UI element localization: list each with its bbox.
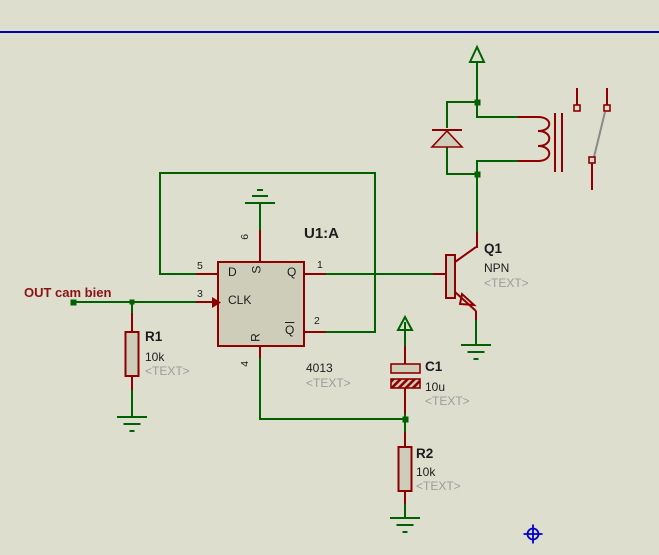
dff-pin-label-q: Q	[287, 265, 297, 279]
contact-armature[interactable]	[593, 111, 606, 158]
resistor-r1[interactable]	[124, 313, 140, 390]
power-symbol-relay[interactable]	[468, 44, 486, 63]
r2-value-label[interactable]: 10k	[416, 465, 436, 479]
dff-pin-label-s: S	[249, 265, 264, 274]
junction-relay-bottom	[474, 171, 481, 178]
pin-number-2: 2	[314, 315, 320, 327]
emitter-arrow-icon	[458, 292, 477, 307]
q1-text-placeholder: <TEXT>	[484, 276, 529, 290]
q1-value-label[interactable]: NPN	[484, 261, 510, 275]
ground-set-inverted[interactable]	[245, 189, 275, 204]
junction-r1	[129, 299, 135, 305]
transistor-q1[interactable]	[433, 232, 478, 320]
clock-edge-icon	[212, 297, 221, 308]
wire-diode-branch[interactable]	[446, 101, 477, 175]
origin-marker-icon	[523, 524, 543, 544]
pin-number-4: 4	[239, 360, 252, 367]
pin-number-1: 1	[317, 259, 323, 271]
wire-terminal-dot[interactable]	[70, 299, 77, 306]
c1-ref-label[interactable]: C1	[425, 359, 443, 374]
pin-number-5: 5	[197, 260, 203, 272]
wire-feedback-qbar-to-d[interactable]	[159, 172, 376, 333]
capacitor-c1[interactable]	[390, 346, 421, 414]
c1-text-placeholder: <TEXT>	[425, 394, 470, 408]
u1a-text-placeholder: <TEXT>	[306, 376, 351, 390]
c1-value-label[interactable]: 10u	[425, 380, 446, 394]
u1a-value-label[interactable]: 4013	[306, 361, 333, 375]
dff-pin-label-d: D	[228, 265, 237, 279]
r1-value-label[interactable]: 10k	[145, 350, 165, 364]
r2-text-placeholder: <TEXT>	[416, 479, 461, 493]
r1-text-placeholder: <TEXT>	[145, 364, 190, 378]
ground-r1[interactable]	[117, 416, 147, 432]
junction-relay-top	[474, 99, 481, 106]
u1a-ref-label[interactable]: U1:A	[304, 225, 340, 242]
relay-coil[interactable]	[518, 113, 563, 172]
flip-flop-u1a[interactable]	[196, 230, 326, 358]
r2-ref-label[interactable]: R2	[416, 446, 434, 461]
net-label-out-cam-bien[interactable]: OUT cam bien	[24, 285, 112, 300]
wire-vcc-to-relay[interactable]	[476, 62, 518, 232]
pin-number-3: 3	[197, 288, 203, 300]
junction-c1-r2	[402, 416, 409, 423]
r1-ref-label[interactable]: R1	[145, 329, 163, 344]
relay-core-bars	[554, 113, 563, 172]
diode[interactable]	[430, 129, 464, 148]
dff-pin-label-clk: CLK	[228, 293, 252, 307]
dff-pin-label-qbar: Q	[285, 323, 295, 337]
relay-contacts[interactable]	[573, 88, 611, 190]
pin-number-6: 6	[239, 233, 252, 240]
dff-pin-label-r: R	[248, 333, 263, 342]
resistor-r2[interactable]	[397, 432, 413, 504]
power-symbol-c1[interactable]	[396, 314, 414, 331]
q1-ref-label[interactable]: Q1	[484, 241, 503, 256]
ground-r2[interactable]	[390, 517, 420, 533]
ground-emitter[interactable]	[461, 344, 491, 360]
